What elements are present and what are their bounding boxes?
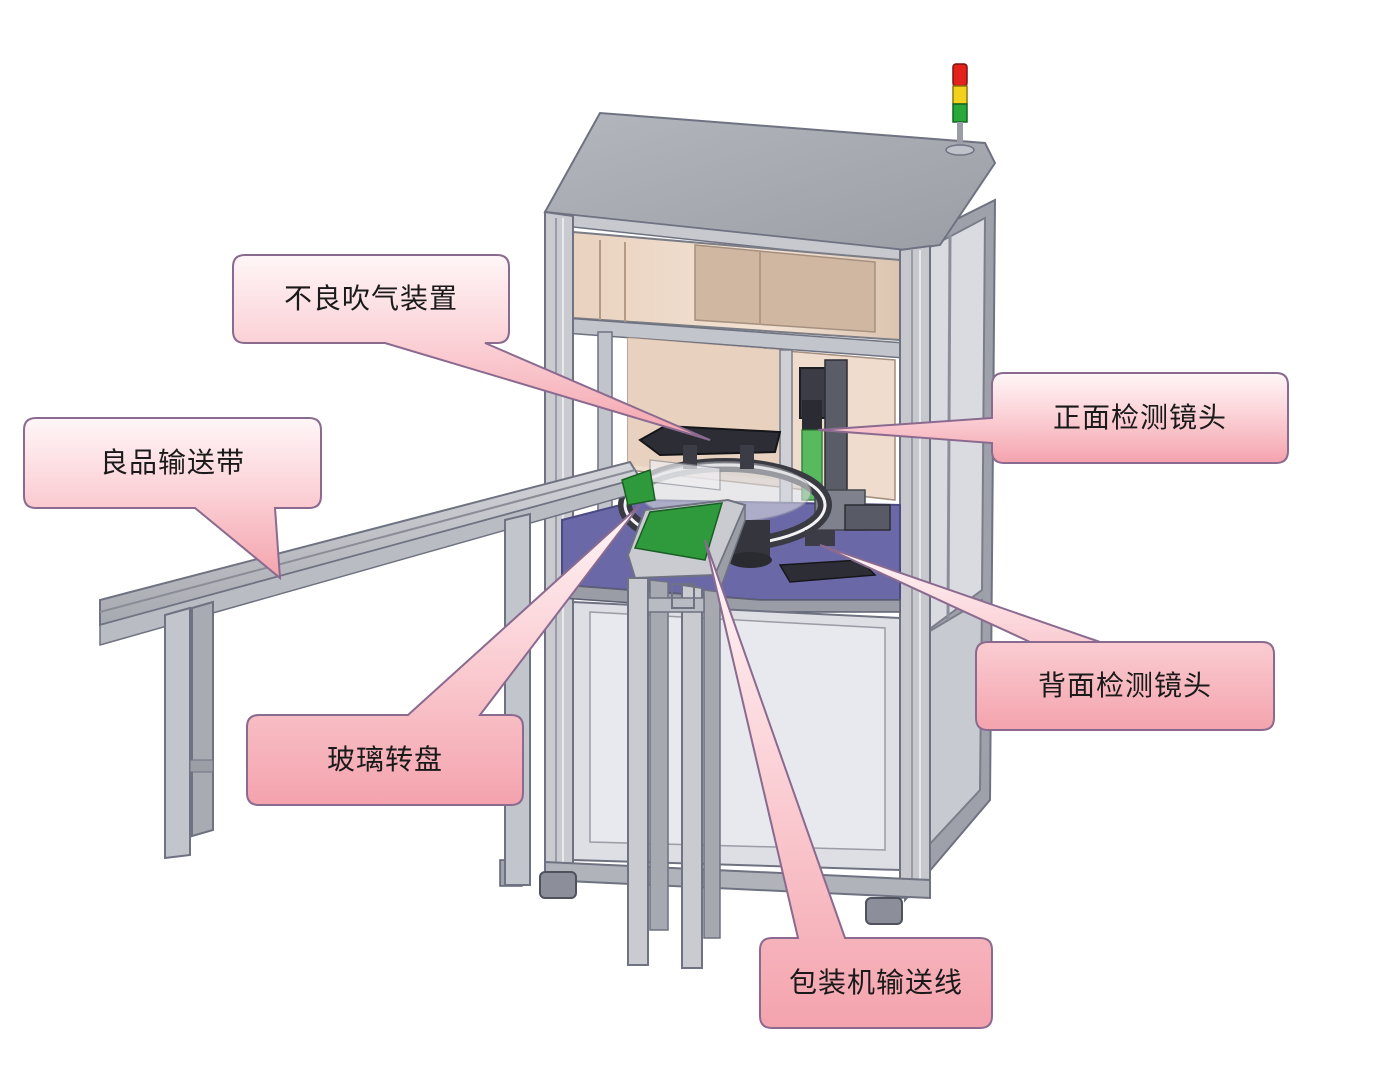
callout-shape-back	[819, 544, 1275, 731]
back-camera-assembly	[778, 504, 891, 583]
callout-shape-reject	[232, 254, 711, 441]
callout-shape-good	[23, 417, 322, 581]
callout-bubbles	[23, 254, 1289, 1029]
reject-blower-assembly	[638, 424, 782, 491]
callout-shape-pack	[704, 539, 993, 1029]
good-product-conveyor	[99, 460, 656, 886]
callout-shape-turntable	[246, 504, 641, 806]
callout-shape-front	[817, 372, 1289, 464]
stack-light	[945, 63, 975, 156]
packing-conveyor	[626, 498, 747, 969]
